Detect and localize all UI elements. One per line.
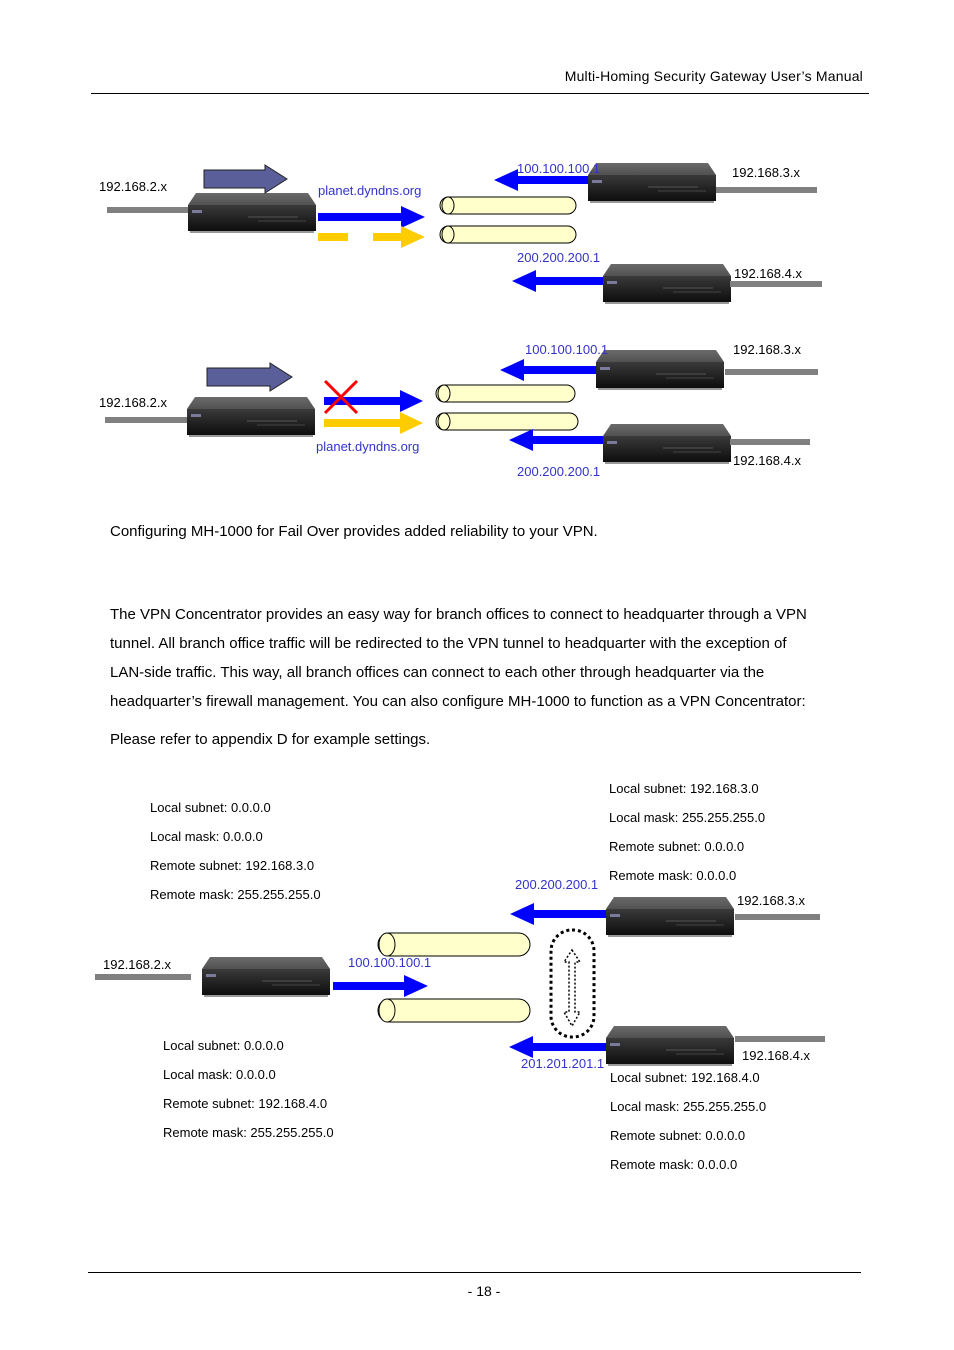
traffic-arrow-icon: [203, 164, 288, 194]
config-line: Local mask: 255.255.255.0: [609, 810, 766, 825]
diagram3-graphics: [95, 896, 825, 1067]
d3-lan-r2-label: 192.168.4.x: [742, 1048, 810, 1063]
config-line: Remote subnet: 192.168.3.0: [150, 858, 315, 873]
config-line: Remote mask: 255.255.255.0: [163, 1125, 334, 1140]
d3-lan-r1-label: 192.168.3.x: [737, 893, 805, 908]
config-line: Remote mask: 0.0.0.0: [609, 868, 737, 883]
wan1-arrow-right: [318, 206, 425, 228]
diagram1-graphics: [107, 162, 822, 305]
d1-lan-r1-label: 192.168.3.x: [732, 165, 800, 180]
router-hq-icon: [187, 192, 317, 234]
arrow-from-r1: [494, 169, 600, 191]
d3-branch2-ip-label: 201.201.201.1: [521, 1056, 605, 1071]
header-rule: [91, 93, 869, 94]
branch2-config: Local subnet: 192.168.4.0 Local mask: 25…: [610, 1063, 766, 1179]
d2-lan-r2-label: 192.168.4.x: [733, 453, 801, 468]
d3-branch1-ip-label: 200.200.200.1: [515, 877, 599, 892]
d1-lan-left-label: 192.168.2.x: [99, 179, 167, 194]
d2-lan-r1-label: 192.168.3.x: [733, 342, 801, 357]
concentrator-line: headquarter’s firewall management. You c…: [110, 693, 806, 710]
tunnel-2: [439, 225, 577, 244]
config-line: Local mask: 0.0.0.0: [150, 829, 263, 844]
concentrator-line: LAN-side traffic. This way, all branch o…: [110, 664, 765, 681]
d1-lan-r2-label: 192.168.4.x: [734, 266, 802, 281]
d2-dyndns-label: planet.dyndns.org: [316, 439, 420, 454]
concentrator-line: The VPN Concentrator provides an easy wa…: [110, 606, 807, 623]
d3-hq-ip-label: 100.100.100.1: [348, 955, 432, 970]
arrow-from-r2: [512, 270, 606, 292]
footer-rule: [88, 1272, 861, 1273]
config-line: Local subnet: 0.0.0.0: [150, 800, 271, 815]
config-line: Remote subnet: 0.0.0.0: [609, 839, 745, 854]
concentrator-line: tunnel. All branch office traffic will b…: [110, 635, 787, 652]
config-line: Remote mask: 0.0.0.0: [610, 1157, 738, 1172]
router-branch1-icon: [587, 162, 717, 204]
branch1-config: Local subnet: 192.168.3.0 Local mask: 25…: [609, 774, 765, 890]
concentrator-paragraph: The VPN Concentrator provides an easy wa…: [110, 600, 870, 716]
config-line: Local subnet: 192.168.3.0: [609, 781, 759, 796]
hq-loop-cylinder: [549, 928, 596, 1039]
hq-bottom-config: Local subnet: 0.0.0.0 Local mask: 0.0.0.…: [163, 1031, 334, 1147]
d2-wan2-ip-label: 200.200.200.1: [517, 464, 601, 479]
tunnel-1: [439, 196, 577, 215]
d3-lan-left-label: 192.168.2.x: [103, 957, 171, 972]
refer-paragraph: Please refer to appendix D for example s…: [110, 731, 431, 748]
wan2-arrow-right: [373, 226, 425, 248]
failover-paragraph: Configuring MH-1000 for Fail Over provid…: [110, 523, 598, 540]
d1-wan1-ip-label: 100.100.100.1: [517, 161, 601, 176]
config-line: Remote subnet: 192.168.4.0: [163, 1096, 328, 1111]
config-line: Local mask: 255.255.255.0: [610, 1099, 767, 1114]
d1-wan2-ip-label: 200.200.200.1: [517, 250, 601, 265]
diagram2-graphics: [105, 349, 818, 465]
hq-top-config: Local subnet: 0.0.0.0 Local mask: 0.0.0.…: [150, 793, 321, 909]
lan-cable-left: [107, 207, 189, 213]
config-line: Remote mask: 255.255.255.0: [150, 887, 321, 902]
bidirectional-arrow-icon: [562, 948, 582, 1028]
page-number: - 18 -: [467, 1283, 501, 1299]
router-branch2-icon: [602, 263, 732, 305]
wan2-dash: [318, 233, 348, 241]
page-header-title: Multi-Homing Security Gateway User’s Man…: [564, 68, 863, 84]
config-line: Local mask: 0.0.0.0: [163, 1067, 276, 1082]
config-line: Remote subnet: 0.0.0.0: [610, 1128, 746, 1143]
d1-dyndns-label: planet.dyndns.org: [318, 183, 422, 198]
config-line: Local subnet: 0.0.0.0: [163, 1038, 284, 1053]
d2-wan1-ip-label: 100.100.100.1: [525, 342, 609, 357]
config-line: Local subnet: 192.168.4.0: [610, 1070, 760, 1085]
d2-lan-left-label: 192.168.2.x: [99, 395, 167, 410]
